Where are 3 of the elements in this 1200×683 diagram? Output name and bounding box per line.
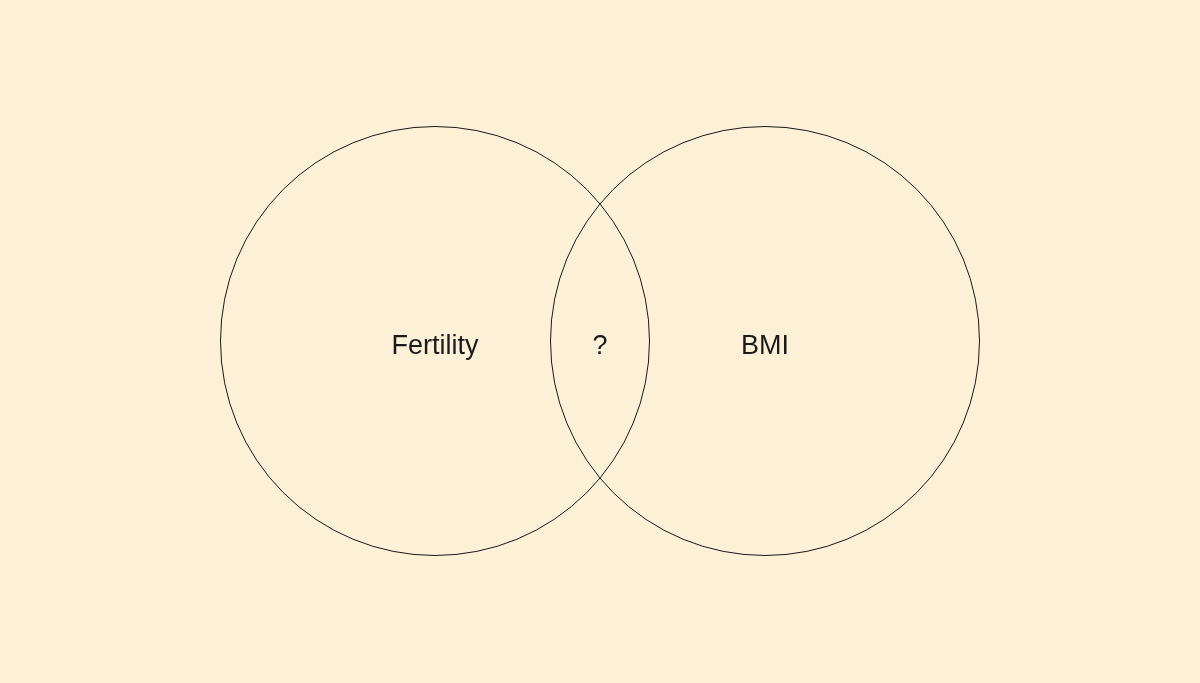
circle-label: BMI	[741, 331, 789, 359]
circle-label: Fertility	[391, 331, 479, 359]
overlap-label: ?	[592, 331, 608, 359]
